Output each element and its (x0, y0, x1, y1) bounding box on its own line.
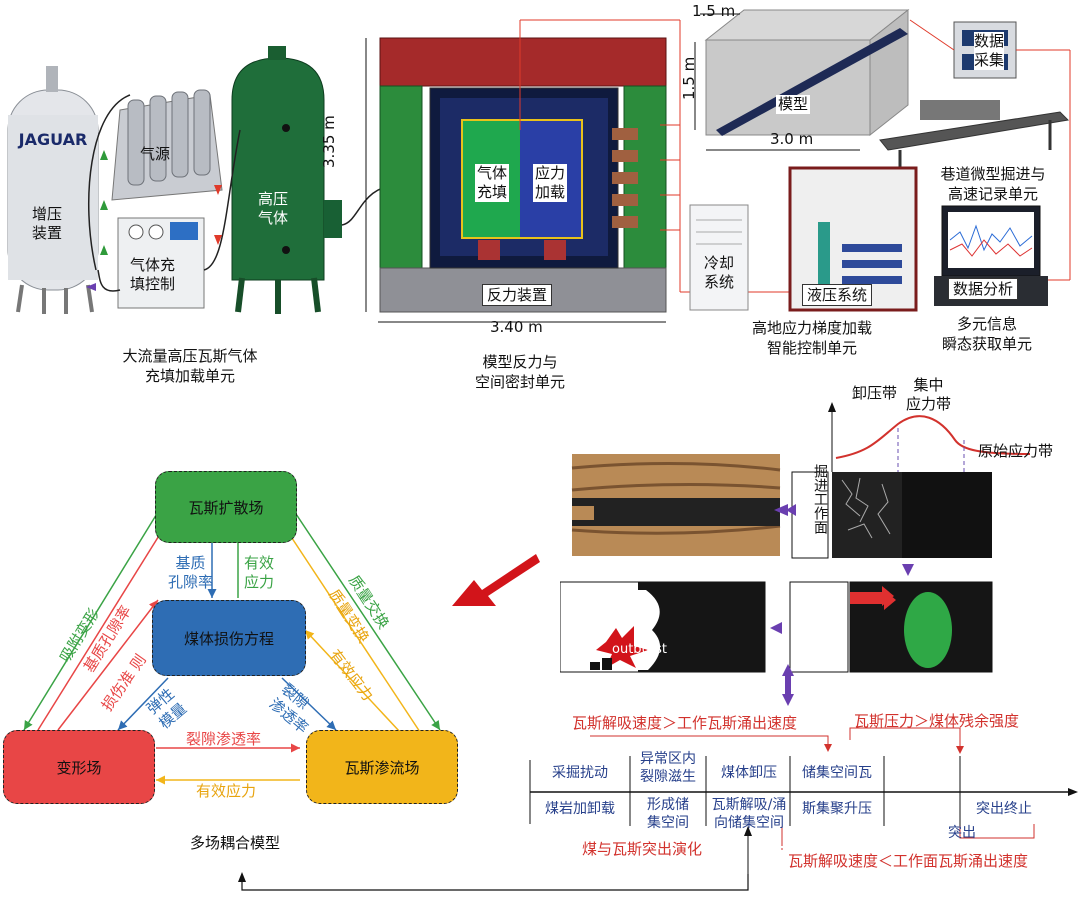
booster-label: 增压 装置 (32, 205, 63, 242)
orig-zone-label: 原始应力带 (978, 442, 1054, 460)
model-label: 模型 (776, 95, 811, 114)
end-label: 突出终止 (976, 801, 1032, 817)
dim-30: 3.0 m (770, 130, 814, 148)
dim-height: 3.35 m (320, 115, 338, 168)
gas-fill-label: 气体 充填 (475, 164, 510, 202)
fill-control-cabinet (117, 217, 205, 309)
timeline-graphic (520, 727, 1078, 891)
jaguar-logo: JAGUAR (18, 130, 88, 149)
conc-zone-label: 集中 应力带 (906, 376, 952, 413)
booster-tank (7, 66, 99, 314)
timeline-bottom-cell-0: 煤岩加卸载 (545, 801, 615, 817)
cond1-label: 瓦斯解吸速度＞工作瓦斯涌出速度 (572, 714, 798, 732)
face-label: 掘进工作面 (812, 464, 828, 534)
gas-cylinders (111, 89, 223, 201)
feedback-arrow (238, 872, 749, 891)
stress-unit-caption: 高地应力梯度加载 智能控制单元 (751, 319, 872, 357)
dim-15-side: 1.5 m (680, 56, 698, 100)
gas-unit-caption: 大流量高压瓦斯气体 充填加载单元 (122, 347, 258, 385)
high-pressure-tank (231, 46, 342, 314)
effective-stress-label-3: 有效应力 (196, 782, 257, 800)
mechanism-graphic (560, 402, 1031, 706)
timeline-top-cell-1: 异常区内 裂隙滋生 (640, 751, 696, 785)
reaction-device-label: 反力装置 (482, 284, 553, 306)
tunnel-unit-caption: 巷道微型掘进与 高速记录单元 (940, 165, 1046, 203)
fill-control-label: 气体充 填控制 (130, 256, 176, 293)
dim-width: 3.40 m (490, 318, 543, 336)
fracture-perm-label-2: 裂隙渗透率 (186, 730, 262, 748)
node-deformation: 变形场 (3, 730, 155, 804)
model-box (704, 8, 910, 137)
cooling-cabinet (689, 204, 749, 311)
node-damage: 煤体损伤方程 (152, 600, 306, 676)
timeline-top-cell-3: 储集空间瓦 (802, 765, 872, 781)
gas-source-label: 气源 (140, 145, 171, 163)
reaction-unit-caption: 模型反力与 空间密封单元 (474, 353, 565, 391)
timeline-bottom-cell-2: 瓦斯解吸/涌 向储集空间 (711, 797, 787, 831)
effective-stress-label-1: 有效 应力 (244, 554, 275, 591)
outburst-text: outburst (612, 642, 667, 657)
node-seepage: 瓦斯渗流场 (306, 730, 458, 804)
timeline-bottom-cell-3: 斯集聚升压 (802, 801, 872, 817)
coupling-arrows (23, 507, 441, 785)
timeline-top-cell-2: 煤体卸压 (721, 765, 777, 781)
info-unit-caption: 多元信息 瞬态获取单元 (941, 315, 1032, 353)
hydraulic-label: 液压系统 (802, 284, 873, 306)
data-analysis-label: 数据分析 (948, 278, 1019, 300)
reaction-frame (379, 37, 667, 313)
apparatus-graphic (7, 8, 1071, 323)
dim-15-top: 1.5 m (692, 2, 736, 20)
red-transition-arrow (452, 554, 540, 606)
data-acq-label: 数据 采集 (974, 32, 1005, 70)
cooling-label: 冷却 系统 (704, 254, 735, 291)
node-diffusion: 瓦斯扩散场 (155, 471, 297, 543)
coupling-caption: 多场耦合模型 (190, 834, 281, 852)
evolution-label: 煤与瓦斯突出演化 (582, 840, 703, 858)
timeline-top-cell-0: 采掘扰动 (552, 765, 608, 781)
cond2-label: 瓦斯压力＞煤体残余强度 (854, 712, 1020, 730)
hp-gas-label: 高压 气体 (258, 190, 289, 227)
outburst-label: 突出 (948, 825, 976, 841)
matrix-porosity-label: 基质 孔隙率 (168, 554, 214, 591)
cond3-label: 瓦斯解吸速度＜工作面瓦斯涌出速度 (788, 852, 1029, 870)
relief-zone-label: 卸压带 (852, 384, 898, 402)
timeline-bottom-cell-1: 形成储 集空间 (647, 797, 689, 831)
stress-load-label: 应力 加载 (533, 164, 568, 202)
